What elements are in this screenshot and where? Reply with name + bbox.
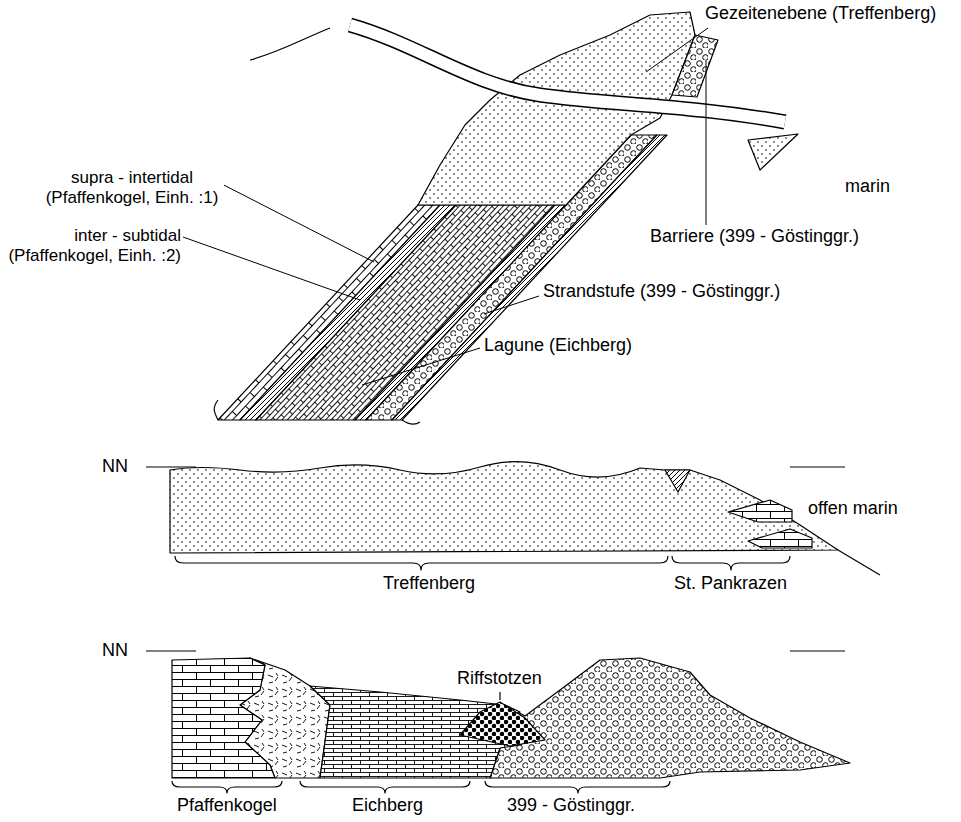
facies-label: Treffenberg [381, 573, 477, 594]
channel-water [350, 25, 785, 122]
facies-label: Pfaffenkogel [175, 795, 279, 816]
facies-label: Lagune (Eichberg) [482, 335, 634, 356]
limestone-lens [728, 500, 792, 522]
coast-line [402, 420, 420, 424]
small-island [748, 134, 798, 170]
facies-map [214, 12, 798, 424]
facies-label: supra - intertidal (Pfaffenkogel, Einh. … [40, 168, 224, 207]
facies-label: NN [100, 640, 130, 661]
leader-line [362, 348, 480, 385]
leader-line [214, 180, 374, 262]
leader-line [183, 237, 360, 300]
limestone-lens [748, 529, 812, 548]
gravel-body [490, 658, 850, 778]
leader-line [499, 692, 500, 700]
leader-line [646, 28, 708, 72]
facies-label: Strandstufe (399 - Göstinggr.) [541, 281, 782, 302]
barrier-island [672, 35, 718, 97]
facies-label: marin [843, 176, 892, 197]
coast-line [250, 28, 330, 60]
facies-label: Riffstotzen [455, 668, 544, 689]
sea-floor [838, 550, 880, 575]
facies-label: NN [100, 456, 130, 477]
brace [175, 556, 668, 570]
coast-line [214, 400, 218, 420]
leader-line [706, 60, 707, 225]
section-pfaffenkogel [146, 651, 850, 793]
sea-level-line [790, 466, 845, 467]
brace [300, 781, 470, 793]
channel-fill [665, 470, 690, 492]
sea-level-line [790, 650, 845, 651]
leader-line [484, 296, 539, 314]
facies-label: offen marin [806, 498, 900, 519]
facies-label: inter - subtidal (Pfaffenkogel, Einh. :2… [3, 226, 183, 265]
brace [172, 781, 282, 793]
facies-label: Eichberg [350, 795, 425, 816]
facies-label: Gezeitenebene (Treffenberg) [703, 3, 938, 24]
sea-level-line [146, 650, 196, 651]
brace [672, 556, 790, 570]
pfaffenkogel-limestone [172, 658, 275, 778]
brace [485, 781, 670, 793]
sand-body [170, 462, 838, 553]
reef-mound [460, 702, 545, 746]
section-treffenberg [146, 462, 880, 575]
tidal-channel [250, 25, 785, 122]
facies-label: 399 - Göstinggr. [505, 795, 637, 816]
channel-edge [350, 25, 785, 122]
facies-label: St. Pankrazen [672, 573, 789, 594]
leader-lines [183, 28, 708, 385]
hatched-band [355, 205, 566, 420]
facies-label: Barriere (399 - Göstinggr.) [648, 226, 861, 247]
